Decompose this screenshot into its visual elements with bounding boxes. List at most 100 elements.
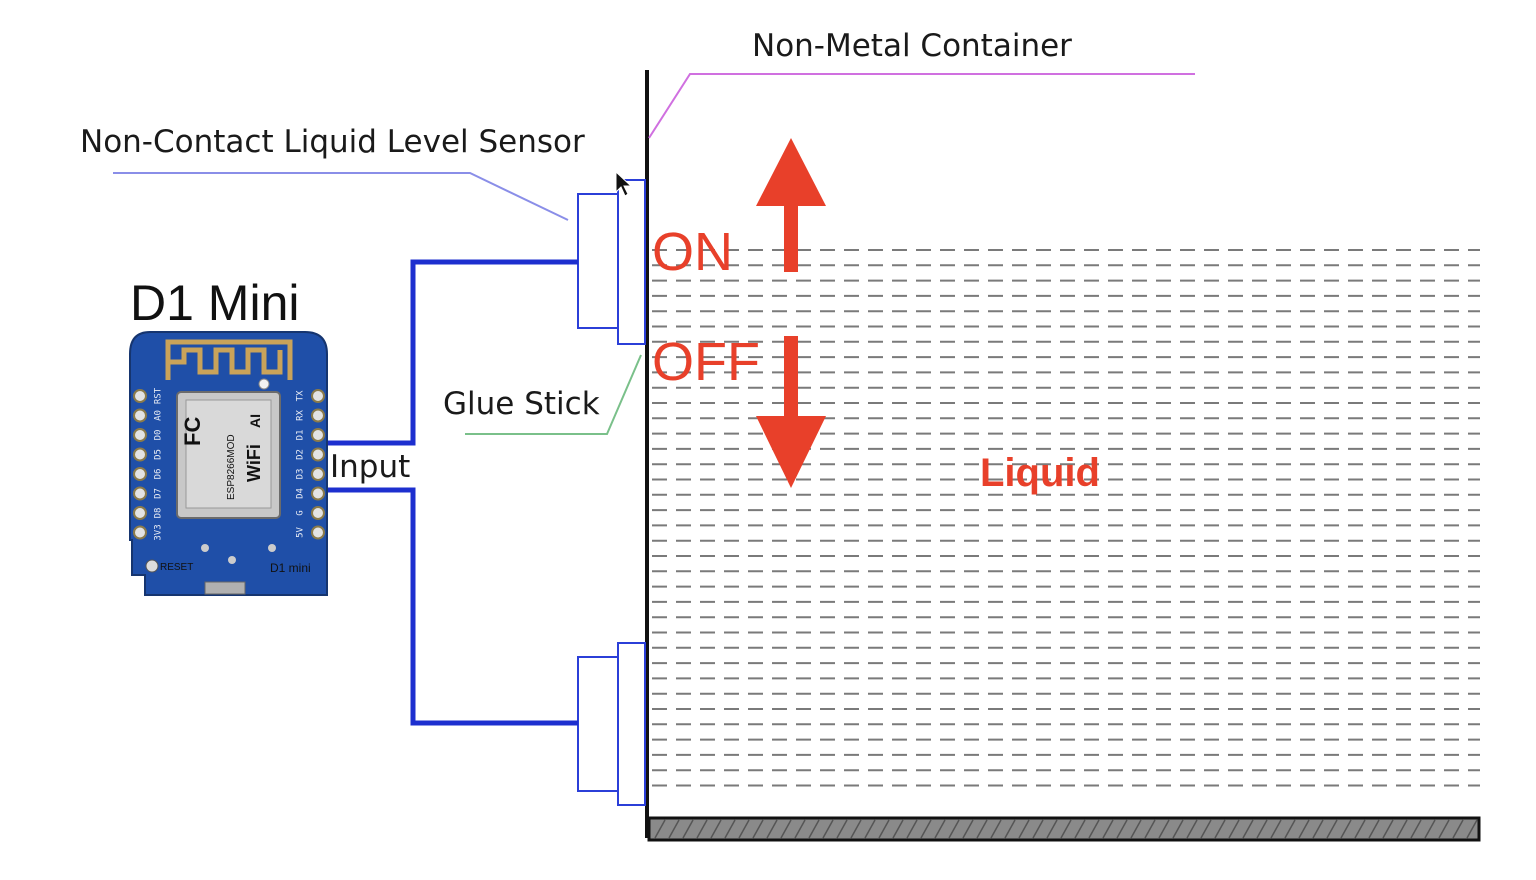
pin-label-rst: RST [154,387,164,404]
pin-hole [311,525,325,540]
glue-label: Glue Stick [443,386,600,422]
floor-hatch-line [682,819,694,839]
floor-hatch-line [808,819,820,839]
module-model-text: ESP8266MOD [226,434,237,500]
floor-hatch-line [710,819,722,839]
floor-hatch-line [920,819,932,839]
floor-hatch-line [1074,819,1086,839]
floor-hatch-line [1368,819,1380,839]
cursor-icon [615,170,633,197]
pin-label-d7: D7 [154,488,164,499]
pin-label-d8: D8 [154,508,164,519]
antenna-trace [165,339,293,380]
wire-top [325,259,578,446]
floor-hatch-line [1158,819,1170,839]
pin-hole [311,389,325,403]
floor-hatch-line [976,819,988,839]
pin-hole [133,525,147,540]
floor-hatch-line [1032,819,1044,839]
pin-hole [133,389,147,403]
glue-callout-line [465,354,642,435]
pin-label-d6: D6 [154,469,164,480]
floor-hatch-line [1018,819,1030,839]
pin-label-d2: D2 [296,449,306,460]
pin-label-g: G [296,510,306,515]
floor-hatch-line [1130,819,1142,839]
reset-label: RESET [160,562,193,573]
floor-hatch-line [850,819,862,839]
floor-hatch-line [1242,819,1254,839]
floor-hatch-line [654,819,666,839]
liquid-label: Liquid [980,451,1100,495]
floor-hatch-line [1200,819,1212,839]
floor-hatch-line [1410,819,1422,839]
sensor-callout-line [113,172,569,221]
board-title: D1 Mini [130,275,299,331]
floor-hatch-line [1438,819,1450,839]
liquid-body [652,249,1480,787]
pin-hole [311,467,325,481]
wire-bottom [325,487,578,726]
floor-hatch-line [1144,819,1156,839]
floor-hatch-line [1004,819,1016,839]
floor-hatch-line [990,819,1002,839]
pin-hole [133,506,147,520]
input-label: Input [330,449,410,485]
floor-hatch-line [766,819,778,839]
floor-hatch-line [724,819,736,839]
floor-hatch-line [668,819,680,839]
pin-label-d5: D5 [154,449,164,460]
floor-hatch-line [1340,819,1352,839]
floor-hatch-line [892,819,904,839]
fc-mark: FC [180,417,205,446]
usb-port [204,581,246,595]
pin-hole [311,506,325,520]
pin-hole [133,428,147,442]
pin-label-5v: 5V [296,527,306,538]
pin-hole [133,447,147,462]
pin-label-d0: D0 [154,430,164,441]
floor-hatch-line [948,819,960,839]
floor-hatch-line [1396,819,1408,839]
up-arrow [756,138,826,272]
floor-hatch-line [1046,819,1058,839]
on-label: ON [652,222,733,282]
floor-hatch-line [1382,819,1394,839]
off-label: OFF [652,332,760,392]
floor-hatch-line [1466,819,1478,839]
floor-hatch-line [1186,819,1198,839]
floor-hatch-line [1102,819,1114,839]
pin-label-d1: D1 [296,430,306,441]
pin-hole [133,467,147,481]
floor-hatch-line [836,819,848,839]
d1-mini-board: FC WiFi AI ESP8266MOD RESET D1 mini RSTA… [129,331,328,596]
ai-logo-text: AI [247,414,263,428]
pin-hole [133,408,147,423]
floor-hatch-line [1228,819,1240,839]
floor-hatch-line [738,819,750,839]
floor-hatch-line [864,819,876,839]
floor-hatch-line [906,819,918,839]
container-callout-line [648,73,1195,139]
sensor-label: Non-Contact Liquid Level Sensor [80,124,585,160]
floor-hatch-line [1172,819,1184,839]
floor-hatch-line [1452,819,1464,839]
floor-hatch-line [1270,819,1282,839]
down-arrow [756,336,826,488]
board-silk-label: D1 mini [270,561,311,575]
container-floor [647,816,1481,842]
floor-hatch-line [1214,819,1226,839]
floor-hatch-line [1088,819,1100,839]
top-sensor [577,179,646,345]
pin-label-rx: RX [296,410,306,421]
floor-hatch-line [1284,819,1296,839]
container-label: Non-Metal Container [752,28,1072,64]
floor-hatch-line [752,819,764,839]
floor-hatch-line [794,819,806,839]
floor-hatch-line [822,819,834,839]
container-floor-hatch [654,819,1478,839]
floor-hatch-line [1060,819,1072,839]
bottom-sensor [577,642,646,806]
